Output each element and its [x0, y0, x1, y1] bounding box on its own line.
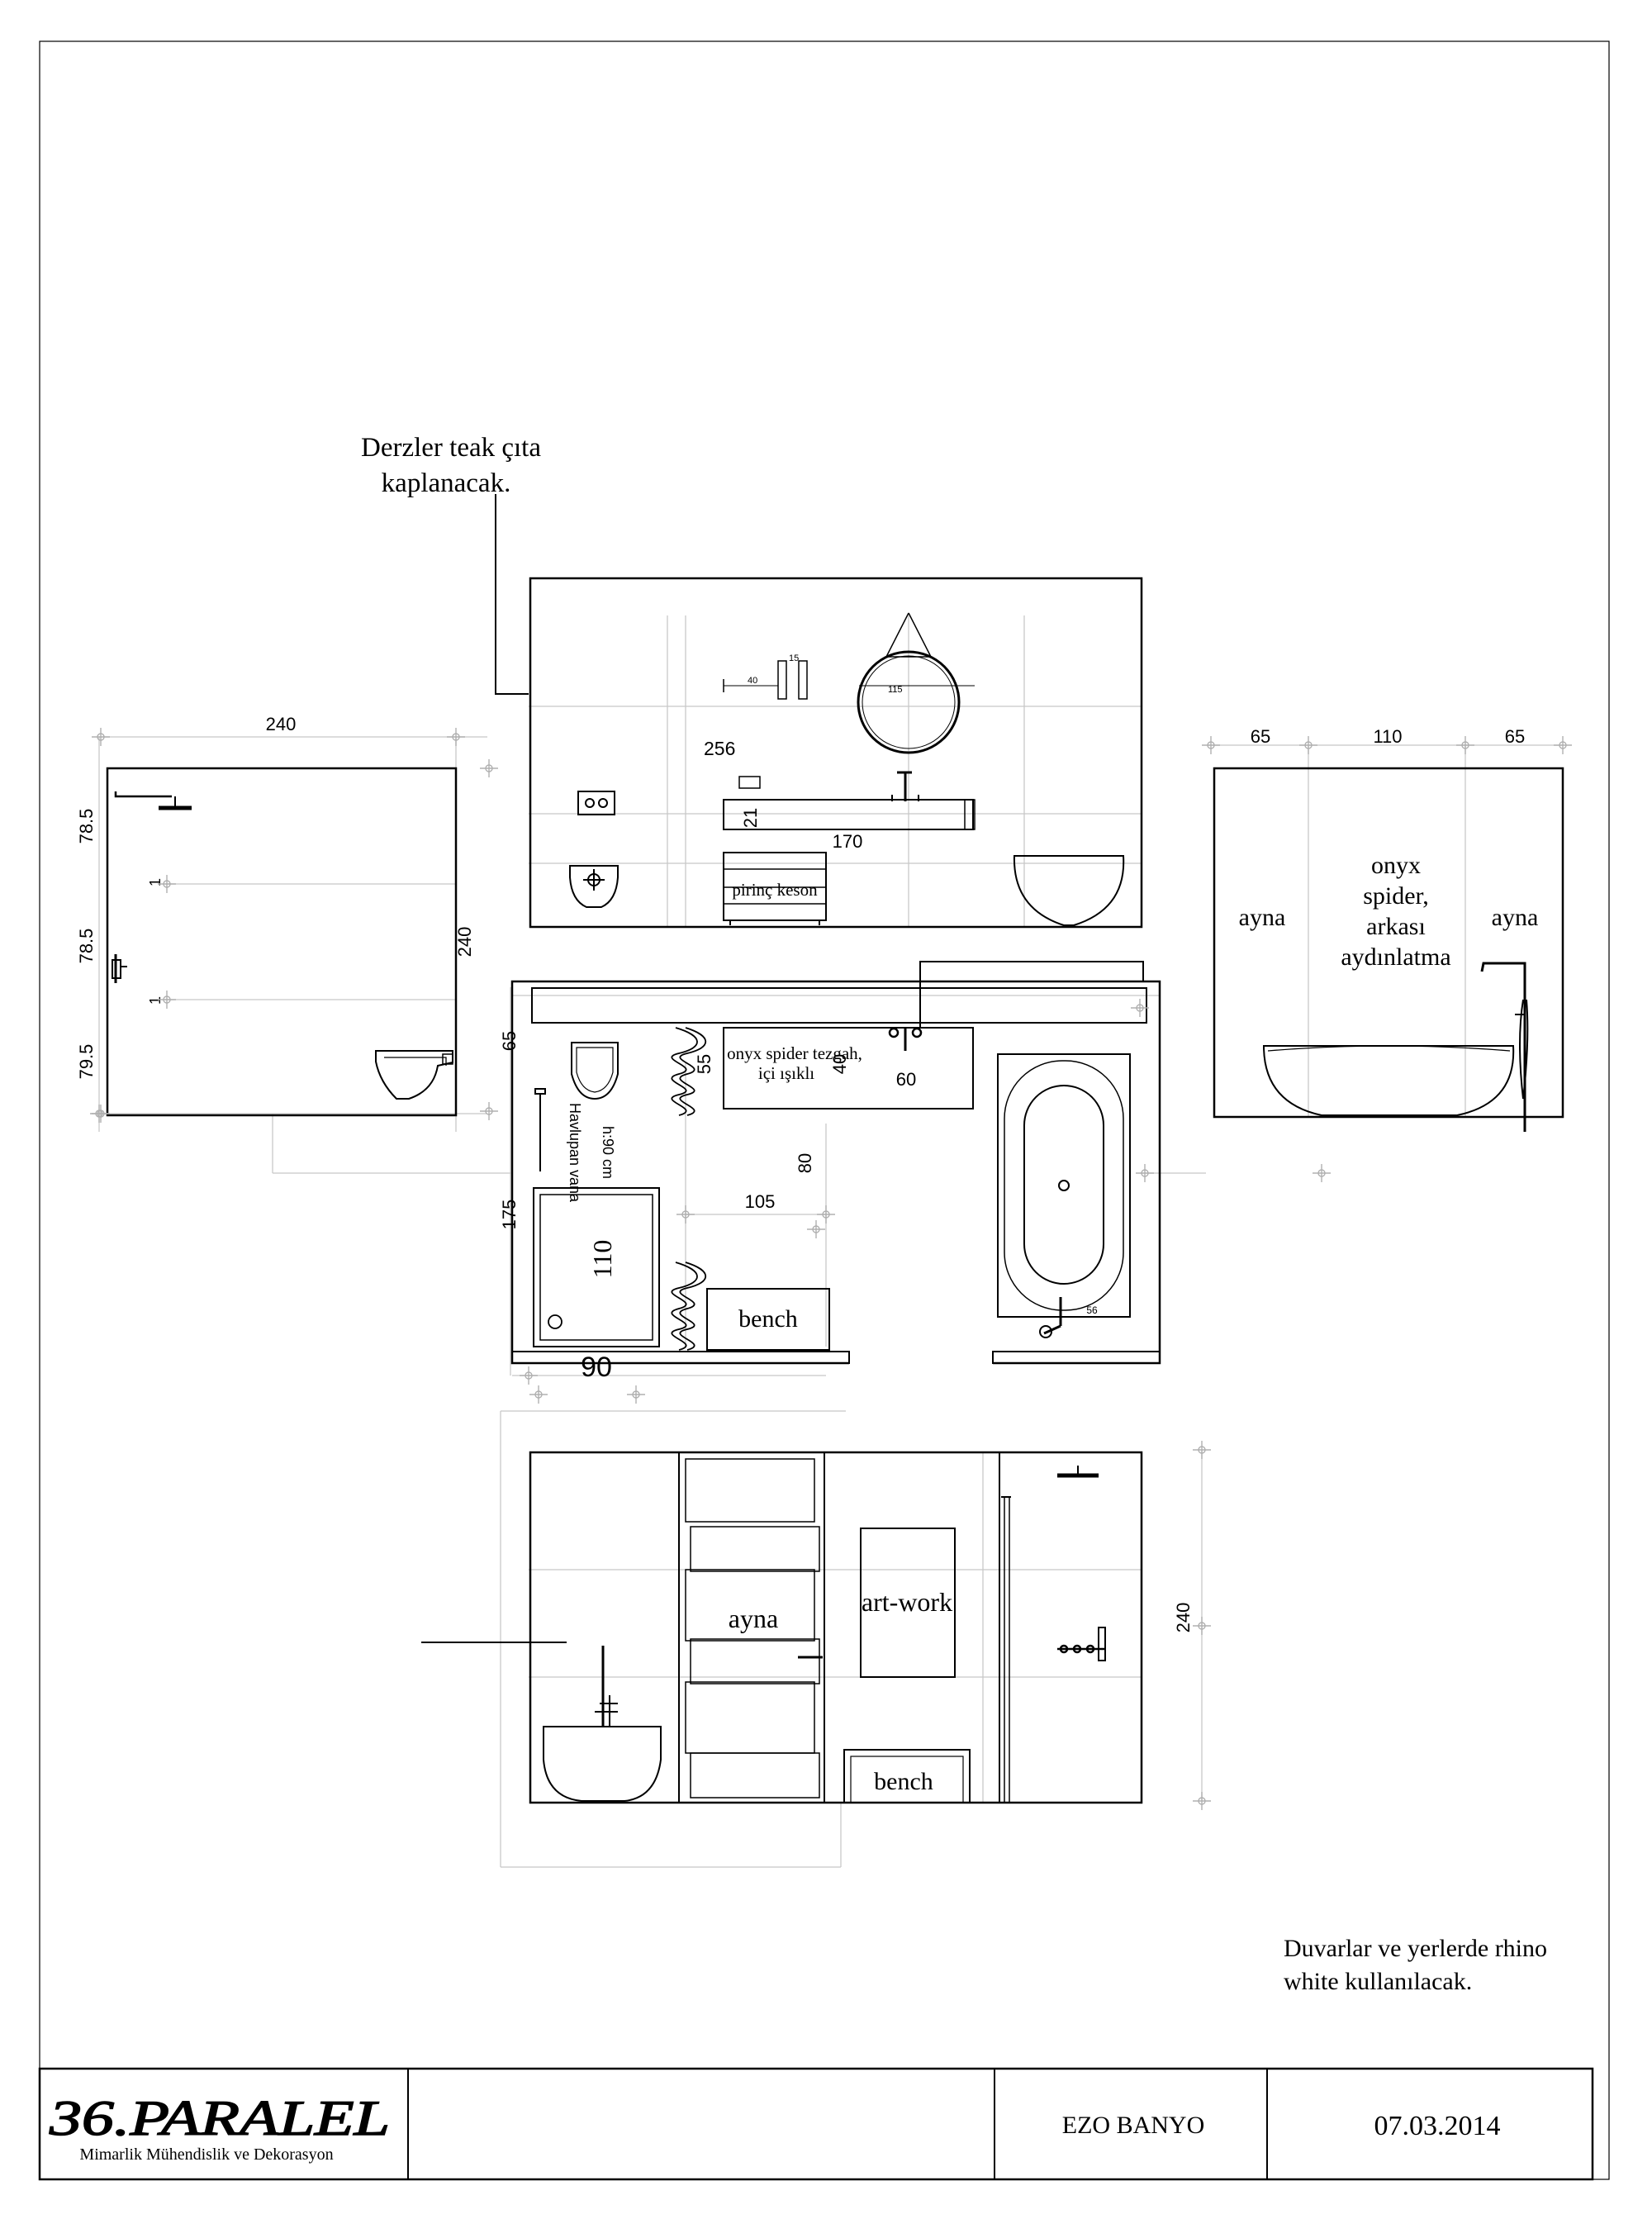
note-derzler-line2: kaplanacak. — [382, 468, 511, 498]
crosshair-marker — [480, 759, 498, 777]
vanity-counter — [723, 799, 974, 830]
svg-text:65: 65 — [499, 1031, 520, 1051]
svg-text:onyx: onyx — [1371, 852, 1421, 879]
logo-subtitle: Mimarlik Mühendislik ve Dekorasyon — [79, 2145, 333, 2164]
crosshair-marker — [92, 1105, 110, 1123]
right-elevation: 65 110 65 ayna ayna onyx spider, arkası … — [1208, 726, 1564, 1132]
svg-text:110: 110 — [587, 1240, 617, 1279]
brass-cabinet — [723, 852, 827, 921]
crosshair-marker — [1193, 1441, 1211, 1459]
crosshair-marker — [1131, 999, 1149, 1017]
svg-text:21: 21 — [740, 808, 761, 828]
svg-text:65: 65 — [1251, 726, 1270, 747]
crosshair-marker — [1313, 1164, 1331, 1182]
svg-text:240: 240 — [266, 714, 297, 734]
svg-text:bench: bench — [738, 1305, 798, 1333]
svg-text:bench: bench — [874, 1768, 933, 1795]
svg-text:arkası: arkası — [1366, 913, 1426, 940]
crosshair-marker — [1193, 1792, 1211, 1810]
floor-plan: 65 175 Havlupan vana h:90 cm 55 onyx spi… — [499, 961, 1206, 1383]
svg-text:80: 80 — [795, 1153, 815, 1173]
svg-text:ayna: ayna — [1239, 904, 1286, 931]
svg-text:art-work: art-work — [862, 1587, 952, 1617]
svg-text:56: 56 — [1086, 1304, 1098, 1316]
crosshair-marker — [92, 728, 110, 746]
crosshair-marker — [447, 728, 465, 746]
project-name: EZO BANYO — [1062, 2112, 1205, 2139]
note-derzler-line1: Derzler teak çıta — [361, 433, 541, 463]
svg-text:55: 55 — [694, 1054, 714, 1074]
svg-text:115: 115 — [888, 685, 903, 695]
svg-text:spider,: spider, — [1363, 882, 1429, 910]
svg-text:ayna: ayna — [1492, 904, 1539, 931]
drawing-date: 07.03.2014 — [1374, 2111, 1501, 2141]
crosshair-marker — [1136, 1164, 1154, 1182]
svg-text:1: 1 — [147, 996, 164, 1005]
svg-text:1: 1 — [147, 878, 164, 886]
svg-text:60: 60 — [896, 1069, 916, 1090]
leader-derzler — [495, 494, 529, 695]
crosshair-marker — [1193, 1617, 1211, 1635]
crosshair-marker — [627, 1385, 645, 1404]
crosshair-marker — [480, 1102, 498, 1120]
crosshair-marker — [529, 1385, 548, 1404]
note-duvarlar-line2: white kullanılacak. — [1284, 1968, 1472, 1995]
bottom-elevation: ayna art-work bench 240 — [421, 1410, 1203, 1868]
svg-text:40: 40 — [829, 1054, 850, 1074]
svg-text:pirinç keson: pirinç keson — [732, 880, 818, 900]
crosshair-marker — [1299, 736, 1317, 754]
crosshair-marker — [158, 875, 176, 893]
crosshair-marker — [520, 1366, 538, 1385]
crosshair-marker — [1554, 736, 1572, 754]
artwork — [860, 1528, 956, 1678]
crosshair-marker — [807, 1220, 825, 1238]
top-elevation: 115 40 15 256 21 170 pirinç keson — [529, 577, 1143, 929]
bathtub — [997, 1053, 1131, 1318]
svg-text:79.5: 79.5 — [76, 1044, 97, 1080]
svg-text:170: 170 — [833, 831, 863, 852]
crosshair-marker — [1456, 736, 1474, 754]
svg-text:40: 40 — [748, 676, 757, 686]
sheet-border — [39, 40, 1610, 2180]
dimension-markers — [90, 728, 1572, 1810]
svg-text:h:90 cm: h:90 cm — [600, 1126, 616, 1179]
svg-text:içi ışıklı: içi ışıklı — [758, 1063, 814, 1083]
svg-text:Havlupan vana: Havlupan vana — [567, 1103, 583, 1203]
crosshair-marker — [817, 1205, 835, 1224]
left-elevation: 240 240 78.5 78.5 79.5 1 1 — [76, 714, 512, 1174]
bench-plan — [706, 1288, 830, 1351]
svg-text:aydınlatma: aydınlatma — [1341, 943, 1450, 971]
onyx-counter — [723, 1027, 974, 1110]
svg-text:110: 110 — [1373, 726, 1402, 747]
crosshair-marker — [676, 1205, 695, 1224]
svg-text:ayna: ayna — [729, 1604, 778, 1633]
note-duvarlar-line1: Duvarlar ve yerlerde rhino — [1284, 1935, 1547, 1962]
round-mirror — [857, 650, 961, 754]
svg-text:15: 15 — [789, 653, 799, 663]
svg-text:78.5: 78.5 — [76, 929, 97, 964]
svg-text:105: 105 — [745, 1191, 776, 1212]
svg-text:256: 256 — [704, 738, 735, 759]
svg-text:175: 175 — [499, 1200, 520, 1230]
crosshair-marker — [1202, 736, 1220, 754]
crosshair-marker — [158, 991, 176, 1009]
svg-text:90: 90 — [581, 1352, 612, 1383]
logo: 36.PARALEL — [49, 2091, 390, 2145]
svg-text:240: 240 — [1173, 1603, 1194, 1633]
svg-text:onyx spider tezgah,: onyx spider tezgah, — [727, 1043, 862, 1063]
svg-text:65: 65 — [1505, 726, 1525, 747]
title-block: 36.PARALEL Mimarlik Mühendislik ve Dekor… — [38, 2067, 1594, 2181]
svg-text:240: 240 — [454, 927, 475, 957]
shower-tray — [533, 1187, 660, 1347]
svg-text:78.5: 78.5 — [76, 809, 97, 844]
